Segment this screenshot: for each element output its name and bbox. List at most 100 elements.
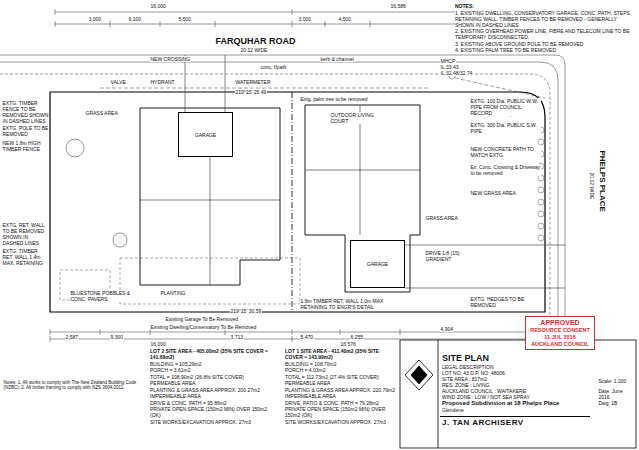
dimension-text: 6,255	[350, 334, 364, 340]
annotation-text: Existing Dwelling/Conservatory To Be Rem…	[150, 324, 257, 330]
annotation-text: Scale: 1:200	[598, 378, 635, 384]
title-text: LOT NO: 43 D.P. NO: 48006	[442, 370, 588, 376]
annotation-text: EXTG. TIMBER RET. WALL 1.4m MAX. RETAINI…	[2, 248, 49, 266]
dimension-line	[50, 9, 545, 342]
dimension-line-part	[292, 9, 293, 15]
lot-2-dwelling-part	[140, 108, 280, 285]
notes-block: NOTES:1. EXISTING DWELLING, CONSERVATORY…	[455, 3, 635, 54]
lot-1-dwelling-part	[305, 105, 420, 292]
schedule-line: LOT 2 SITE AREA - 405.00m2 (35% SITE COV…	[150, 348, 275, 360]
schedule-line: PRIVATE OPEN SPACE (150m2 MIN) OVER 150m…	[285, 406, 397, 418]
room-label: GARAGE	[367, 261, 388, 267]
consent-stamp: APPROVEDRESOURCE CONSENT11 JUL 2016AUCKL…	[525, 316, 595, 350]
dimension-line-part	[215, 21, 216, 27]
lot-2-schedule: LOT 2 SITE AREA - 405.00m2 (35% SITE COV…	[150, 348, 275, 425]
title-block-frame	[400, 340, 636, 448]
service-line-part	[455, 78, 545, 98]
annotation-text: NEW GRASS AREA	[470, 190, 516, 196]
lot-division-fence	[292, 92, 293, 312]
dimension-line-part	[325, 21, 326, 27]
dimension-line-part	[400, 329, 401, 335]
annotation-text: OUTDOOR LIVING COURT	[330, 112, 391, 124]
schedule-line: IMPERMEABLE AREA	[150, 393, 275, 399]
road-kerb	[0, 55, 565, 330]
hedge-part	[538, 211, 544, 217]
schedule-line: TOTAL = 108.90m2 (26.8% SITE COVER)	[150, 374, 275, 380]
service-line	[100, 73, 545, 98]
annotation-text: Ex. Conc. Crossing & Driveway to be remo…	[470, 164, 541, 176]
annotation-text: VALVE	[110, 79, 126, 85]
road-kerb-part	[0, 62, 558, 330]
dimension-line-part	[50, 336, 51, 342]
dimension-line-part	[50, 339, 545, 340]
annotation-text: Date: June 2016	[598, 388, 635, 400]
annotation-text: NEW CROSSING	[150, 56, 191, 62]
annotation-text: WATERMETER	[235, 79, 271, 85]
annotation-text: NEW CONCRETE PATH TO MATCH EXTG.	[470, 146, 541, 158]
title-text: Proposed Subdivision at 18 Phelps Place	[442, 400, 588, 407]
annotation-text: DRIVE 1:8 (15) GRADIENT	[425, 250, 466, 262]
schedule-line: SITE WORKS/EXCAVATION APPROX. 27m3	[150, 419, 275, 425]
dimension-line-part	[292, 329, 293, 335]
driveway-part	[405, 245, 565, 246]
road-kerb-part	[0, 74, 550, 330]
road-kerb-part	[0, 55, 565, 330]
annotation-text: Extg. palm tree to be removed	[300, 96, 368, 102]
schedule-line: BUILDING = 108.70m2	[285, 361, 397, 367]
dimension-line-part	[50, 329, 51, 335]
annotation-text: 219°15' 30.59	[230, 308, 262, 314]
dimension-text: 5,500	[178, 16, 192, 22]
dimension-text: 3,713	[230, 334, 244, 340]
title-block: SITE PLANLEGAL DESCRIPTIONLOT NO: 43 D.P…	[440, 352, 590, 414]
dimension-line-part	[50, 332, 545, 333]
driveway-part	[185, 55, 186, 112]
schedule-line: DRIVE, PATIO & CONC. PATH = 79.28m2	[285, 400, 397, 406]
dimension-text: 16,000	[150, 3, 166, 9]
title-text: RES. ZONE : LIVING	[442, 382, 588, 388]
stamp-text: APPROVED	[528, 319, 592, 327]
schedule-line: TOTAL = 112.73m2 (27.4% SITE COVER)	[285, 374, 397, 380]
driveway-part	[225, 55, 226, 112]
title-block-frame-part	[400, 340, 636, 448]
hedge-part	[538, 187, 544, 193]
lot-2-dwelling	[140, 108, 280, 285]
trees-part	[66, 139, 84, 157]
schedule-line: SITE WORKS/EXCAVATION APPROX. 27m3	[285, 419, 397, 425]
schedule-line: PERMEABLE AREA	[285, 380, 397, 386]
hedge-part	[538, 199, 544, 205]
schedule-line: PORCH = 4.03m2	[285, 367, 397, 373]
schedule-line: 1. EXISTING DWELLING, CONSERVATORY GARAG…	[455, 10, 635, 28]
annotation-text: BLUESTONE POBBLES & CONC. PAVERS	[70, 290, 131, 302]
driveway	[185, 55, 565, 288]
schedule-line: 3. EXISTING ABOVE GROUND POLE TO BE REMO…	[455, 41, 635, 47]
trees	[66, 100, 518, 247]
hedge-part	[538, 235, 544, 241]
annotation-text: FARQUHAR ROAD	[215, 36, 296, 47]
dimension-text: 6,100	[128, 16, 142, 22]
annotation-text: EXTG. 100 Dia. PUBLIC W.W. PIPE FROM COU…	[470, 98, 541, 116]
title-text: AUCKLAND COUNCIL : WAITAKERE	[442, 388, 588, 394]
dimension-line-part	[340, 329, 341, 335]
room-label: GARAGE	[195, 132, 216, 138]
annotation-text: kerb & channel	[320, 56, 354, 62]
dimension-text: 4,904	[440, 326, 454, 332]
garage-box: GARAGE	[350, 240, 405, 288]
title-text: J. TAN ARCHISERV	[442, 418, 588, 428]
hedge-part	[538, 139, 544, 145]
dimension-line-part	[370, 21, 371, 27]
hedge	[538, 127, 544, 241]
annotation-text: EXTG. TIMBER FENCE TO BE REMOVED SHOWN I…	[2, 100, 49, 124]
schedule-line: IMPERMEABLE AREA	[285, 393, 397, 399]
schedule-line: LOT 1 SITE AREA - 411.40m2 (35% SITE COV…	[285, 348, 397, 360]
hedge-part	[538, 223, 544, 229]
annotation-text: PLANTING	[160, 290, 186, 296]
title-text: LEGAL DESCRIPTION	[442, 364, 588, 370]
dimension-text: 5,470	[300, 334, 314, 340]
dimension-text: 9,300	[110, 334, 124, 340]
road-name: 20.12 WIDE	[589, 172, 595, 200]
annotation-text: EXTG. RET. WALL TO BE REMOVED SHOWN IN D…	[2, 222, 49, 246]
road-name: PHELPS PLACE	[597, 150, 607, 212]
annotation-text: GRASS AREA	[85, 110, 118, 116]
annotation-text: EXTG. 300 Dia. PUBLIC S.W. PIPE	[470, 122, 541, 134]
stamp-text: RESOURCE CONSENT	[528, 327, 592, 334]
